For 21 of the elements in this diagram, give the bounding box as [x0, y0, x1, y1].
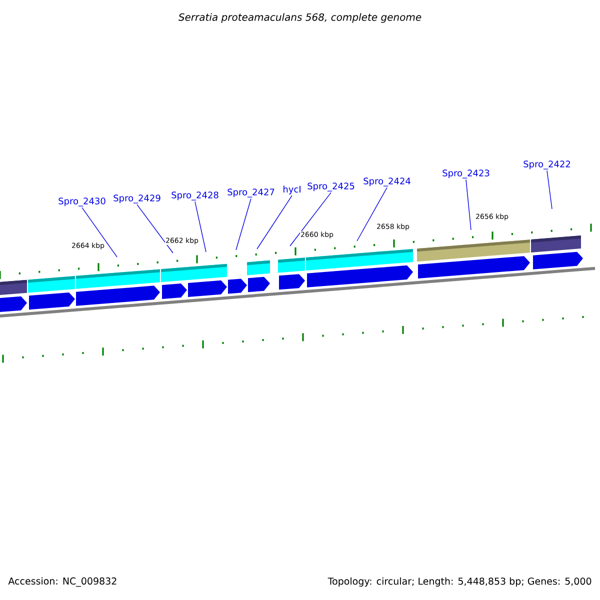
gene-label: Spro_2422	[524, 160, 570, 170]
footer-text: Topology: circular; Length: 5,448,853 bp; Genes: 5,000	[328, 577, 592, 587]
footer-text: Accession: NC_009832	[8, 577, 116, 587]
gene-label: Spro_2425	[308, 182, 354, 192]
gene-label: Spro_2430	[58, 198, 106, 206]
gene-label: hycI	[284, 186, 300, 194]
leader-line	[256, 195, 292, 250]
leader-line	[356, 187, 388, 242]
leader-line	[236, 198, 252, 250]
leader-line	[82, 207, 118, 258]
gene-label: Spro_2428	[172, 192, 218, 200]
title: Serratia proteamaculans 568, complete genome	[178, 13, 422, 23]
leader-line	[466, 179, 472, 230]
leader-line	[136, 204, 174, 254]
leader-line	[194, 201, 206, 252]
gene-label: Spro_2427	[228, 188, 274, 198]
gene-label: Spro_2423	[442, 170, 490, 178]
leader-line	[290, 192, 332, 246]
gene-label: Spro_2424	[364, 178, 410, 186]
gene-label: Spro_2429	[114, 194, 160, 204]
leader-line	[546, 170, 552, 210]
